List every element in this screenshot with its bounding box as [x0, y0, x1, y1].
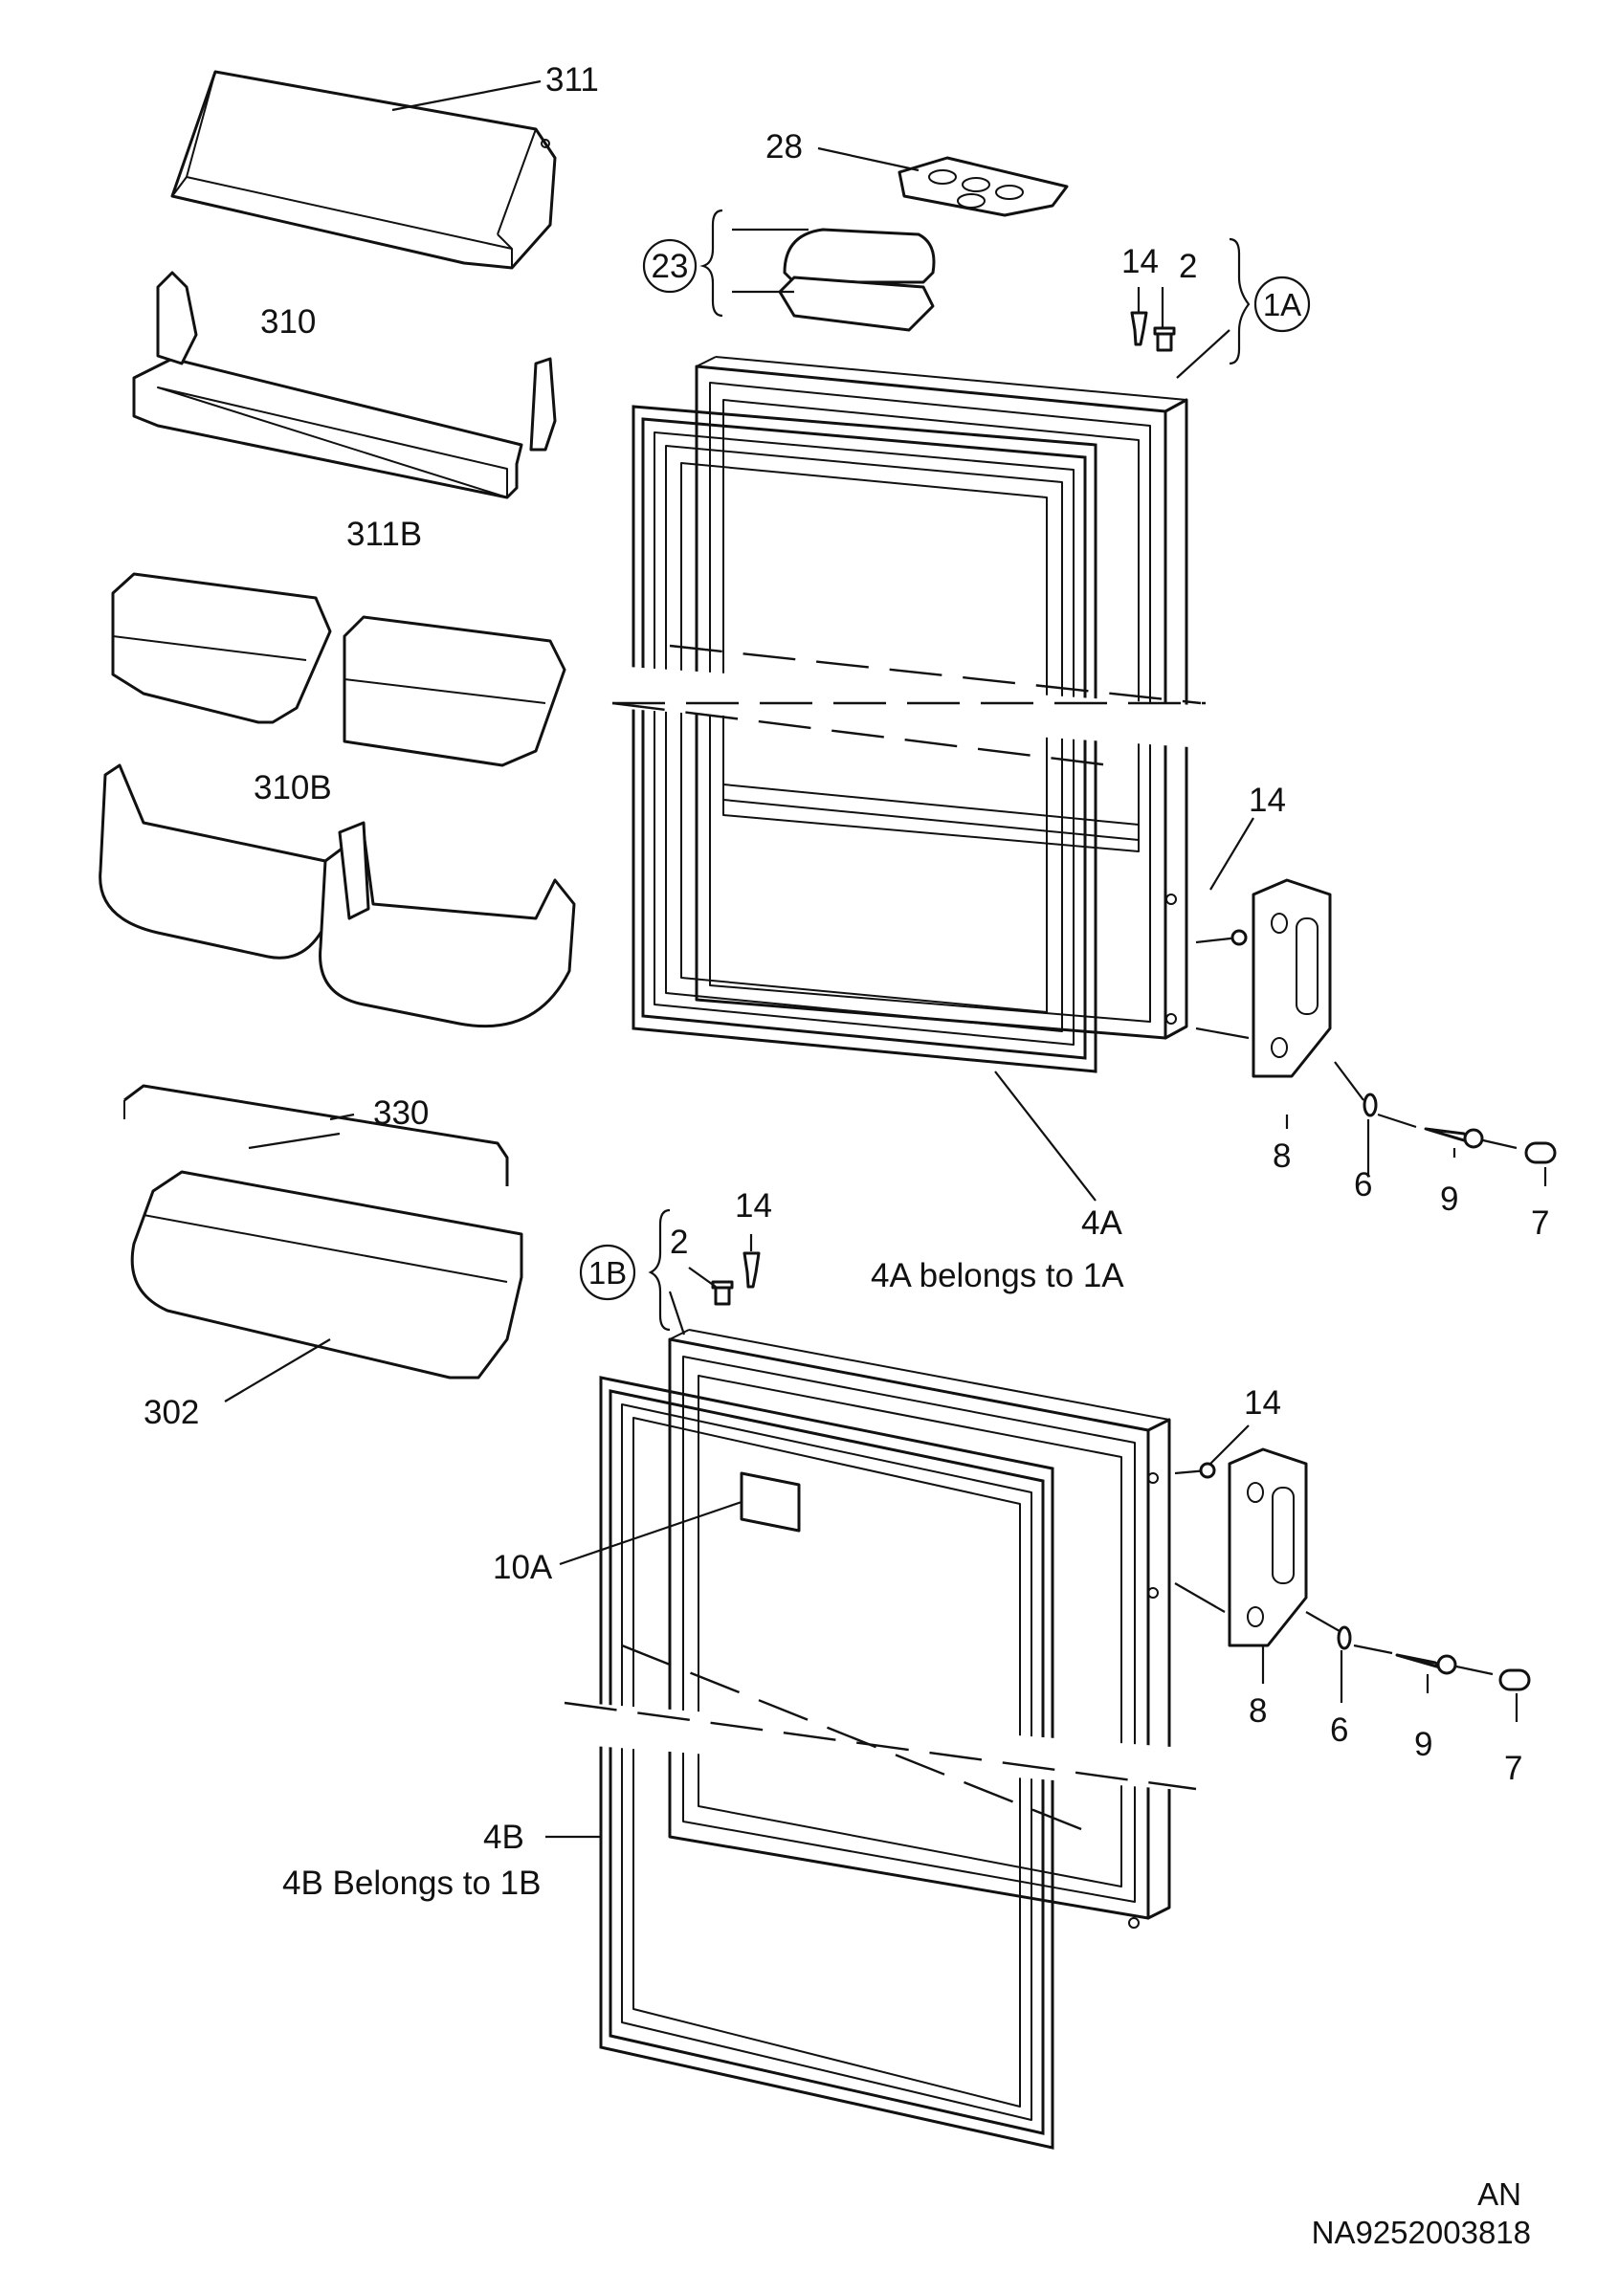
footer-code: AN — [1477, 2176, 1521, 2212]
dairy-lid-311 — [170, 70, 557, 270]
washer-6-upper — [1363, 1093, 1378, 1117]
callout-14-lower-top: 14 — [735, 1187, 772, 1225]
callout-4A-note: 4A belongs to 1A — [871, 1257, 1124, 1294]
gasket-4B — [599, 1376, 1054, 2150]
callout-330: 330 — [373, 1094, 429, 1132]
callout-310B: 310B — [254, 769, 332, 806]
callout-4A: 4A — [1081, 1204, 1122, 1242]
callout-8-lower: 8 — [1249, 1692, 1267, 1730]
egg-tray-28 — [898, 156, 1069, 217]
callout-2-top: 2 — [1179, 248, 1197, 285]
callout-circle-1B — [579, 1244, 636, 1301]
callout-28: 28 — [765, 128, 803, 166]
screws-top-1B — [711, 1251, 761, 1306]
callout-7-lower: 7 — [1504, 1750, 1522, 1787]
callout-8-upper: 8 — [1273, 1137, 1291, 1175]
door-1B — [553, 1329, 1198, 2150]
brace-1B — [648, 1208, 671, 1332]
bins-310B — [99, 763, 576, 1028]
door-1B-side — [1146, 1418, 1171, 1920]
butter-dish-23 — [778, 228, 936, 332]
leader-lines — [224, 79, 1547, 1839]
bins-311B — [111, 572, 566, 767]
brace-23 — [699, 209, 723, 318]
callout-14-lower-hinge: 14 — [1244, 1384, 1281, 1422]
callout-4B-note: 4B Belongs to 1B — [282, 1865, 541, 1902]
callout-14-top: 14 — [1121, 243, 1159, 280]
callout-1A: 1A — [1263, 287, 1301, 322]
callout-9-lower: 9 — [1414, 1726, 1432, 1763]
callout-2-lower: 2 — [670, 1224, 688, 1261]
callout-labels: 311 28 23 14 2 1A 310 311B 310B 14 8 6 9… — [144, 61, 1549, 2250]
brace-1A — [1229, 237, 1251, 365]
callout-310: 310 — [260, 303, 316, 341]
callout-302: 302 — [144, 1394, 199, 1431]
callout-4B: 4B — [483, 1819, 524, 1856]
callout-9-upper: 9 — [1440, 1181, 1458, 1218]
callout-23: 23 — [652, 248, 689, 285]
screws-top-1A — [1130, 311, 1176, 352]
plug-7-upper — [1524, 1141, 1557, 1164]
callout-6-upper: 6 — [1354, 1166, 1372, 1203]
callout-circle-23 — [642, 238, 698, 294]
label-10A — [740, 1471, 801, 1533]
callout-10A: 10A — [493, 1549, 553, 1586]
footer-drawing-number: NA9252003818 — [1312, 2215, 1531, 2250]
gasket-4A — [632, 405, 1097, 1073]
bar-330 — [123, 1084, 509, 1186]
door-1A — [610, 356, 1208, 1073]
shelf-310 — [132, 271, 557, 499]
hinge-lower — [1174, 1447, 1531, 1691]
callout-14-upper-hinge: 14 — [1249, 782, 1286, 819]
callout-1B: 1B — [588, 1255, 627, 1291]
hinge-upper — [1195, 878, 1557, 1164]
callout-circle-1A — [1253, 276, 1311, 333]
washer-6-lower — [1337, 1625, 1352, 1650]
callout-311: 311 — [545, 61, 599, 99]
callout-6-lower: 6 — [1330, 1711, 1348, 1749]
plug-7-lower — [1498, 1668, 1531, 1691]
shelf-302 — [130, 1170, 523, 1380]
callout-7-upper: 7 — [1531, 1204, 1549, 1242]
callout-311B: 311B — [346, 516, 422, 553]
